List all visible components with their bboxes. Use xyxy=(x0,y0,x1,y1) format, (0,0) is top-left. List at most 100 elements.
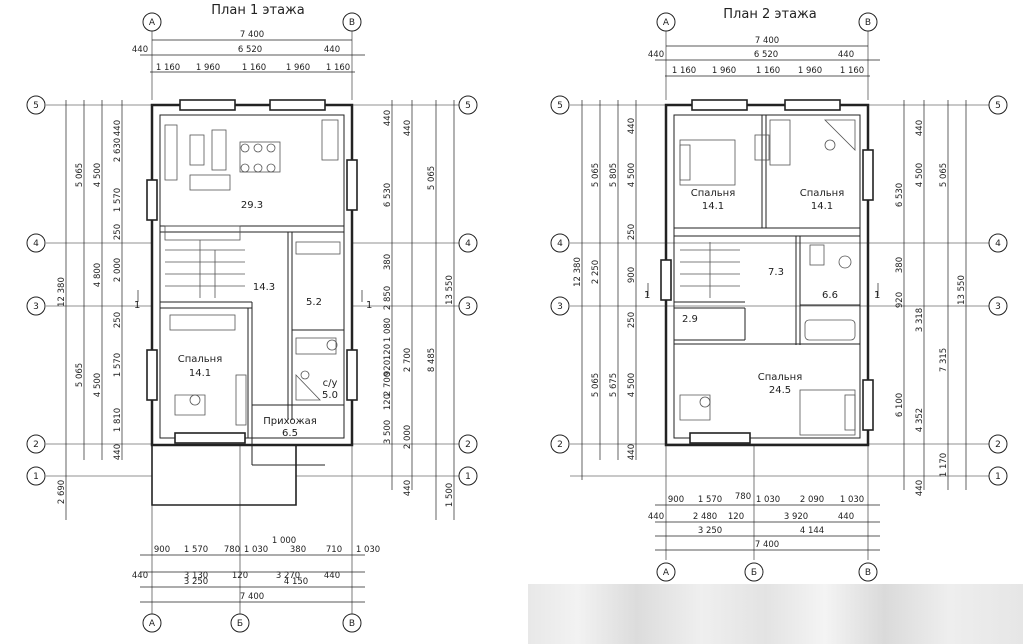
plan-1: План 1 этажа А В 7 400 440 6 520 440 1 1… xyxy=(26,3,478,633)
svg-text:380: 380 xyxy=(290,545,306,555)
svg-text:1 570: 1 570 xyxy=(113,188,123,212)
plan-1-title: План 1 этажа xyxy=(211,3,304,18)
svg-text:250: 250 xyxy=(113,312,123,328)
svg-text:6 520: 6 520 xyxy=(754,50,778,60)
plan-2-furniture xyxy=(679,119,856,436)
svg-text:5 805: 5 805 xyxy=(609,163,619,187)
svg-text:4 352: 4 352 xyxy=(915,408,925,432)
svg-text:380: 380 xyxy=(895,257,905,273)
svg-text:1 030: 1 030 xyxy=(756,495,780,505)
room-area: 29.3 xyxy=(241,200,263,211)
svg-text:5: 5 xyxy=(995,101,1001,111)
svg-text:3 920: 3 920 xyxy=(784,512,808,522)
svg-text:440: 440 xyxy=(403,120,413,136)
svg-text:440: 440 xyxy=(403,480,413,496)
svg-text:440: 440 xyxy=(627,444,637,460)
svg-text:3 318: 3 318 xyxy=(915,308,925,332)
svg-text:Б: Б xyxy=(751,568,757,578)
svg-text:1 000: 1 000 xyxy=(272,536,296,546)
svg-text:920: 920 xyxy=(383,360,393,376)
section-marks-plan1: 1 1 xyxy=(134,290,372,311)
room-area: 14.1 xyxy=(702,201,724,212)
svg-text:440: 440 xyxy=(915,120,925,136)
svg-text:13 550: 13 550 xyxy=(445,275,455,305)
svg-text:1 080: 1 080 xyxy=(383,318,393,342)
svg-text:В: В xyxy=(865,18,871,28)
axis-markers-plan2-bottom: А Б В xyxy=(656,562,878,582)
svg-text:А: А xyxy=(663,18,670,28)
svg-text:1 570: 1 570 xyxy=(184,545,208,555)
svg-text:440: 440 xyxy=(838,50,854,60)
dim-top-seg: 1 960 xyxy=(286,63,310,73)
svg-text:440: 440 xyxy=(113,444,123,460)
room-area: 14.1 xyxy=(189,368,211,379)
room-area: 2.9 xyxy=(682,314,698,325)
svg-text:1: 1 xyxy=(465,472,471,482)
svg-text:1 810: 1 810 xyxy=(113,408,123,432)
svg-text:4 800: 4 800 xyxy=(93,263,103,287)
svg-text:4 500: 4 500 xyxy=(915,163,925,187)
svg-text:5 675: 5 675 xyxy=(609,373,619,397)
svg-text:3 250: 3 250 xyxy=(698,526,722,536)
left-dims-plan1: 12 380 2 690 5 065 5 065 4 500 4 800 4 5… xyxy=(57,120,123,504)
section-marks-plan2: 1 1 xyxy=(644,283,880,301)
svg-text:1 030: 1 030 xyxy=(244,545,268,555)
svg-text:1 570: 1 570 xyxy=(113,353,123,377)
svg-text:5: 5 xyxy=(33,101,39,111)
svg-text:440: 440 xyxy=(915,480,925,496)
dim-top-total: 7 400 xyxy=(240,30,264,40)
svg-text:Б: Б xyxy=(237,619,243,629)
svg-text:120: 120 xyxy=(383,394,393,410)
svg-text:5: 5 xyxy=(557,101,563,111)
room-area: 5.2 xyxy=(306,297,322,308)
svg-text:3: 3 xyxy=(995,302,1001,312)
svg-text:2: 2 xyxy=(33,440,39,450)
svg-text:120: 120 xyxy=(383,344,393,360)
svg-text:380: 380 xyxy=(383,254,393,270)
svg-text:250: 250 xyxy=(113,224,123,240)
room-name: Спальня xyxy=(691,188,736,199)
left-dims-plan2: 12 380 5 065 2 250 5 065 5 805 5 675 440… xyxy=(573,118,637,460)
svg-text:3 500: 3 500 xyxy=(383,420,393,444)
svg-text:5 065: 5 065 xyxy=(591,373,601,397)
dim-top-seg: 1 160 xyxy=(242,63,266,73)
svg-text:7 400: 7 400 xyxy=(240,592,264,602)
dim-top-440-right: 440 xyxy=(324,45,340,55)
svg-text:8 485: 8 485 xyxy=(427,348,437,372)
plan-2: План 2 этажа А В 7 400 440 6 520 440 1 1… xyxy=(550,7,1008,582)
room-area: 7.3 xyxy=(768,267,784,278)
axis-markers-plan2-left: 5 4 3 2 xyxy=(550,95,570,454)
svg-text:4: 4 xyxy=(33,239,39,249)
svg-text:2 630: 2 630 xyxy=(113,138,123,162)
svg-text:440: 440 xyxy=(648,512,664,522)
room-area: 24.5 xyxy=(769,385,791,396)
room-area: 6.5 xyxy=(282,428,298,439)
blurred-watermark xyxy=(528,584,1023,644)
svg-text:440: 440 xyxy=(838,512,854,522)
room-name: Спальня xyxy=(800,188,845,199)
svg-text:1 160: 1 160 xyxy=(840,66,864,76)
svg-text:1 960: 1 960 xyxy=(712,66,736,76)
svg-text:А: А xyxy=(663,568,670,578)
axis-marker-v-top xyxy=(342,12,362,32)
svg-text:В: В xyxy=(349,619,355,629)
axis-marker-v-top-2 xyxy=(858,12,878,32)
plan-1-furniture xyxy=(164,119,341,426)
svg-text:1: 1 xyxy=(366,300,372,311)
svg-text:780: 780 xyxy=(224,545,240,555)
svg-text:440: 440 xyxy=(627,118,637,134)
svg-text:780: 780 xyxy=(735,492,751,502)
dim-top-seg: 1 960 xyxy=(196,63,220,73)
svg-text:4: 4 xyxy=(995,239,1001,249)
dim-top-seg: 1 160 xyxy=(156,63,180,73)
svg-text:1 160: 1 160 xyxy=(756,66,780,76)
svg-text:3: 3 xyxy=(557,302,563,312)
svg-text:900: 900 xyxy=(154,545,170,555)
svg-text:А: А xyxy=(149,619,156,629)
svg-text:13 550: 13 550 xyxy=(957,275,967,305)
svg-text:250: 250 xyxy=(627,312,637,328)
svg-text:440: 440 xyxy=(132,571,148,581)
svg-text:440: 440 xyxy=(324,571,340,581)
right-dims-plan2: 6 530 380 920 6 100 440 4 500 3 318 4 35… xyxy=(895,120,967,496)
